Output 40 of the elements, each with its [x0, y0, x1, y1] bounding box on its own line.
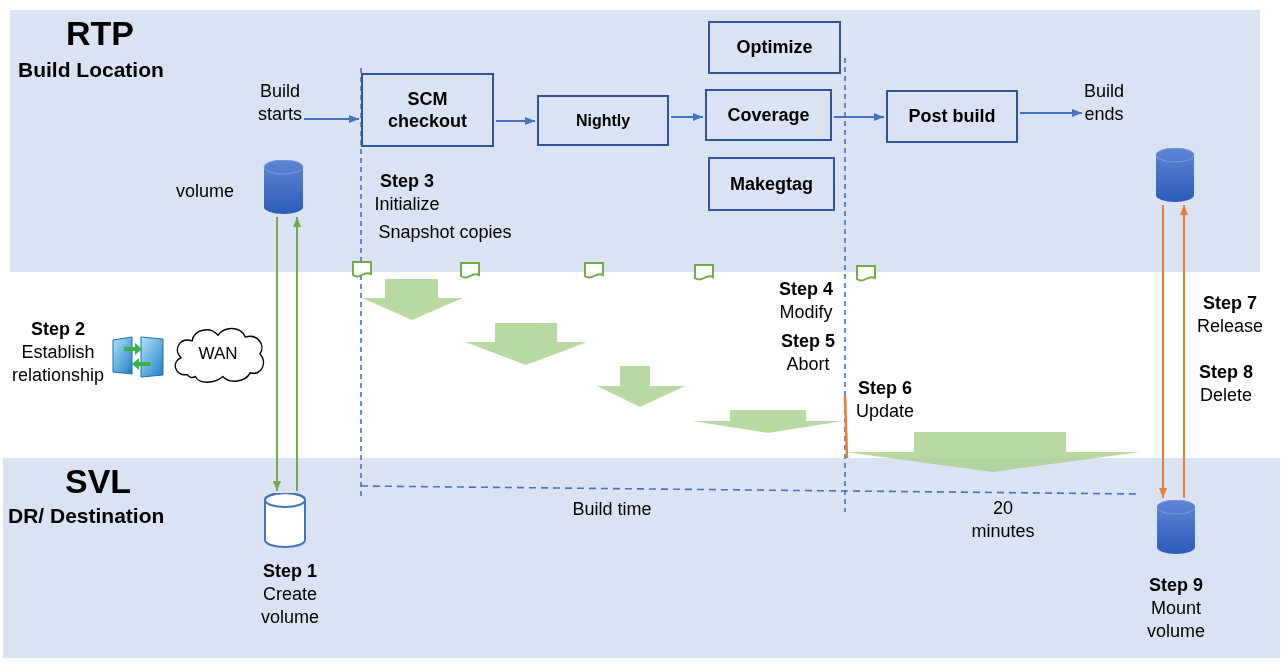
duration-label: 20 minutes: [971, 497, 1035, 543]
step-label: Step 9 Mount volume: [1147, 574, 1206, 643]
step-label: Step 4 Modify: [779, 278, 834, 324]
arrow: [293, 216, 301, 492]
start-label: Build starts: [258, 80, 302, 126]
duration-label: Build time: [572, 498, 652, 521]
arrow: [1180, 204, 1188, 499]
step-label: Step 5 Abort: [781, 330, 836, 376]
process-box: SCM checkout: [361, 73, 494, 147]
storage-cylinder: [1156, 500, 1196, 555]
volume-caption: volume: [176, 180, 235, 203]
arrow: [1159, 204, 1167, 499]
band-subtitle: DR/ Destination: [8, 503, 165, 529]
arrow: [303, 115, 360, 123]
step-label: Step 2 Establish relationship: [12, 318, 105, 387]
band-title: SVL: [65, 462, 132, 502]
process-box: Optimize: [708, 21, 841, 74]
arrow: [670, 113, 704, 121]
site-band: [10, 10, 1260, 272]
process-box: Nightly: [537, 95, 669, 146]
step-label: Step 1 Create volume: [261, 560, 320, 629]
arrow: [495, 117, 536, 125]
storage-cylinder: [1155, 148, 1195, 203]
storage-cylinder: [263, 160, 304, 215]
step-label: Step 6 Update: [856, 377, 915, 423]
end-label: Build ends: [1084, 80, 1125, 126]
arrow: [1019, 109, 1083, 117]
process-box: Post build: [886, 90, 1018, 143]
step-label: Step 8 Delete: [1199, 361, 1254, 407]
band-title: RTP: [66, 14, 134, 54]
arrow: [833, 113, 885, 121]
storage-cylinder: [264, 493, 306, 548]
process-box: Makegtag: [708, 157, 835, 211]
step-label: Step 3 Initialize: [374, 170, 440, 216]
step-label: Step 7 Release: [1197, 292, 1264, 338]
snapshot-label: Snapshot copies: [378, 221, 512, 244]
process-box: Coverage: [705, 89, 832, 141]
arrow: [273, 216, 281, 492]
site-band: [3, 458, 1280, 658]
band-subtitle: Build Location: [18, 57, 164, 83]
